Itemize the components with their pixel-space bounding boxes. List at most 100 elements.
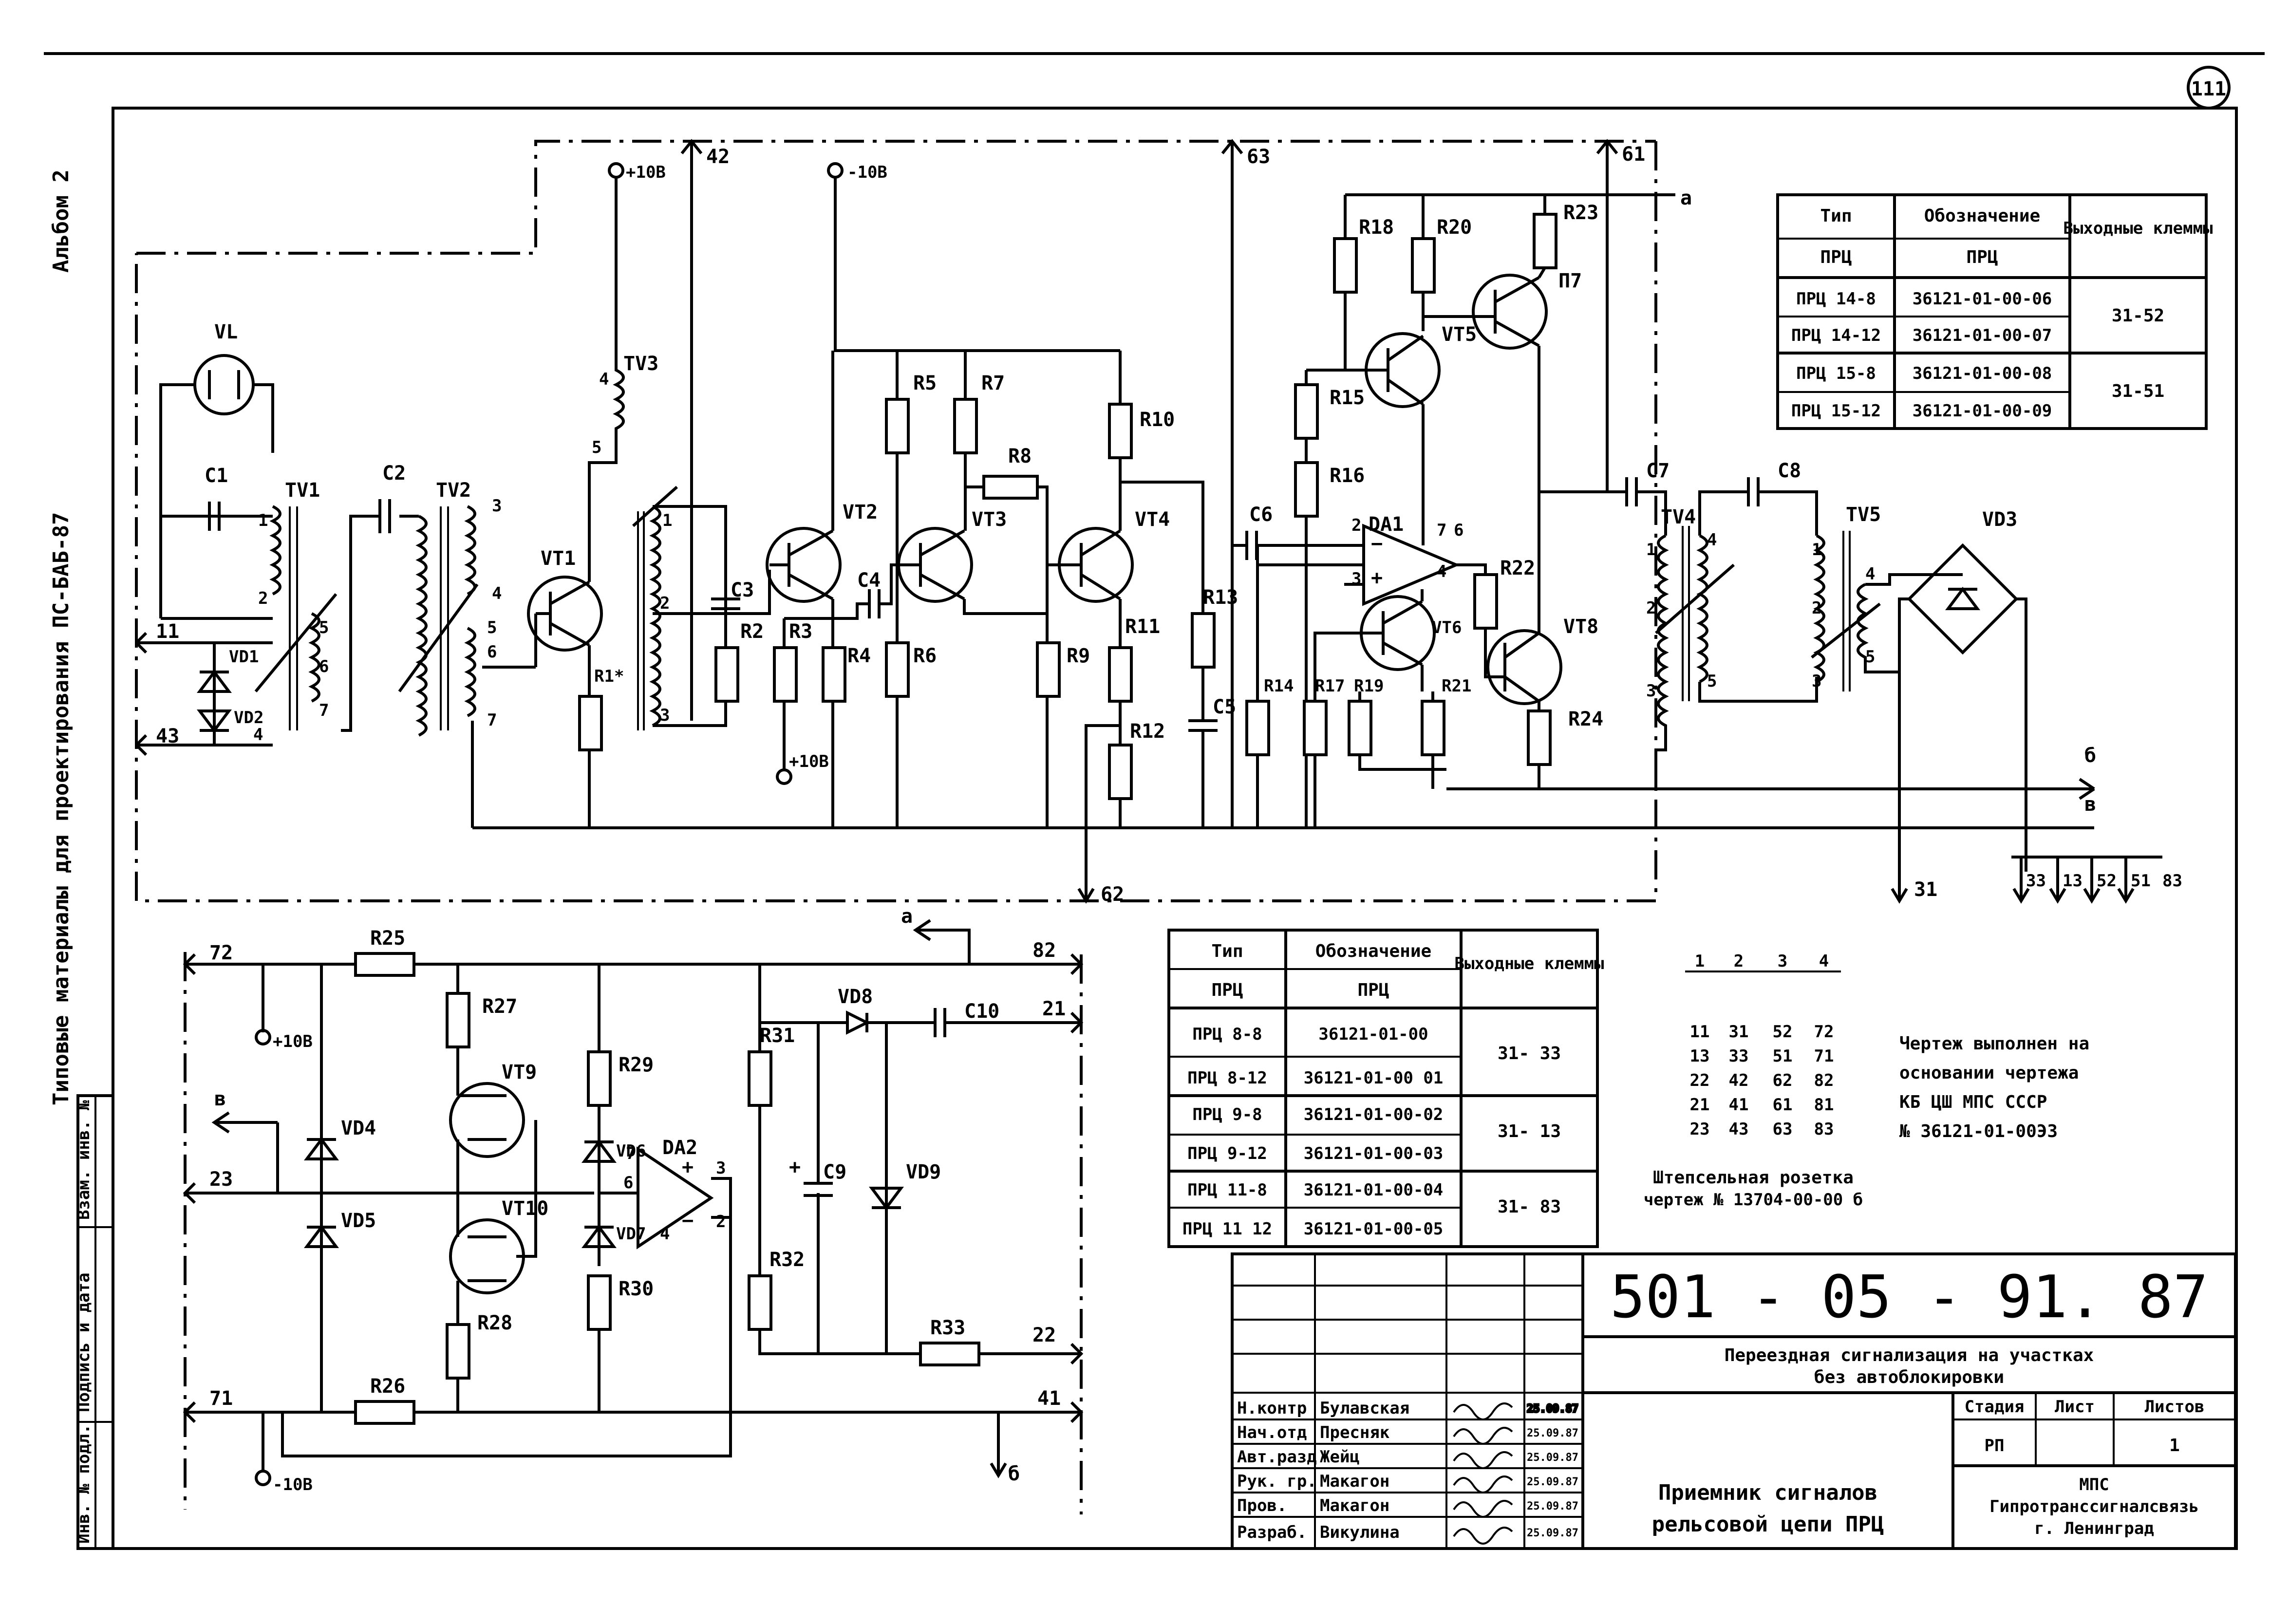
svg-text:2: 2 xyxy=(258,589,268,608)
net-v-2: в xyxy=(214,1088,226,1110)
tv1-primary xyxy=(269,505,281,596)
terminal-72: 72 xyxy=(209,942,233,964)
r24-resistor xyxy=(1527,709,1552,766)
vt2-transistor xyxy=(766,527,842,603)
label-vt1: VT1 xyxy=(541,547,576,570)
tv4-primary xyxy=(1654,534,1669,789)
svg-text:82: 82 xyxy=(1814,1071,1834,1090)
svg-text:ПРЦ: ПРЦ xyxy=(1966,247,1998,267)
label-c9: C9 xyxy=(823,1161,846,1183)
label-tv1: TV1 xyxy=(285,479,320,502)
r14-resistor xyxy=(1245,700,1270,756)
label-vt8: VT8 xyxy=(1563,616,1598,638)
svg-text:R9: R9 xyxy=(1067,645,1090,667)
vd3-bridge xyxy=(1907,543,2019,655)
svg-text:4: 4 xyxy=(1819,952,1829,971)
label-tv2: TV2 xyxy=(436,479,471,502)
label-p7: П7 xyxy=(1558,270,1582,292)
svg-text:R33: R33 xyxy=(930,1317,965,1339)
svg-text:51: 51 xyxy=(1773,1046,1793,1066)
label-vt5: VT5 xyxy=(1442,323,1477,346)
svg-text:ПРЦ 9-8: ПРЦ 9-8 xyxy=(1192,1105,1262,1124)
svg-text:36121-01-00-07: 36121-01-00-07 xyxy=(1913,326,2052,345)
svg-text:1: 1 xyxy=(258,511,268,530)
supply-minus-10v-2: -10В xyxy=(273,1475,313,1494)
svg-text:Выходные клеммы: Выходные клеммы xyxy=(2063,219,2213,238)
svg-text:R4: R4 xyxy=(847,645,871,667)
svg-text:5: 5 xyxy=(592,438,601,457)
terminal-62: 62 xyxy=(1101,883,1124,906)
r31-resistor xyxy=(748,1050,772,1107)
supply-plus-10v-2: +10В xyxy=(789,752,829,771)
net-b-2: б xyxy=(1008,1463,1020,1485)
svg-text:ПРЦ 15-8: ПРЦ 15-8 xyxy=(1796,364,1876,383)
terminal-82: 82 xyxy=(1032,939,1056,962)
label-c2: C2 xyxy=(382,462,406,485)
svg-text:36121-01-00-02: 36121-01-00-02 xyxy=(1304,1105,1444,1124)
supply-plus-10v-3: +10В xyxy=(273,1032,313,1051)
svg-text:72: 72 xyxy=(1814,1022,1834,1042)
svg-text:7: 7 xyxy=(626,1144,636,1163)
terminal-21: 21 xyxy=(1042,998,1066,1020)
svg-text:Тип: Тип xyxy=(1211,941,1243,961)
r21-resistor xyxy=(1421,700,1445,756)
svg-text:25.09.87: 25.09.87 xyxy=(1527,1500,1578,1512)
label-vt2: VT2 xyxy=(843,501,878,523)
svg-text:71: 71 xyxy=(1814,1046,1834,1066)
svg-text:63: 63 xyxy=(1773,1120,1793,1139)
svg-text:7: 7 xyxy=(487,710,497,730)
signature-4 xyxy=(1453,1475,1513,1493)
svg-text:Стадия: Стадия xyxy=(1965,1397,2025,1417)
net-v: в xyxy=(2084,793,2096,816)
vl-lamp xyxy=(193,354,255,415)
svg-text:62: 62 xyxy=(1773,1071,1793,1090)
vd1-diode xyxy=(197,670,232,693)
vd8-diode xyxy=(846,1010,870,1035)
supply-minus-10v-1: -10В xyxy=(847,163,887,182)
svg-text:6: 6 xyxy=(1454,521,1463,540)
vt5-transistor xyxy=(1365,332,1441,408)
label-c1: C1 xyxy=(205,465,228,487)
svg-text:ПРЦ 15-12: ПРЦ 15-12 xyxy=(1791,401,1881,421)
svg-text:ПРЦ: ПРЦ xyxy=(1820,247,1852,267)
svg-text:36121-01-00: 36121-01-00 xyxy=(1318,1025,1428,1044)
svg-text:R29: R29 xyxy=(619,1054,654,1076)
svg-text:Булавская: Булавская xyxy=(1320,1399,1409,1418)
label-tv3: TV3 xyxy=(623,353,658,375)
svg-text:R13: R13 xyxy=(1203,586,1238,609)
terminal-33: 33 xyxy=(2026,871,2046,891)
supply-plus-10v-1: +10В xyxy=(626,163,666,182)
svg-text:4: 4 xyxy=(1865,564,1875,584)
r1-resistor xyxy=(578,695,603,751)
svg-text:VD8: VD8 xyxy=(838,986,873,1008)
svg-text:3: 3 xyxy=(1778,952,1787,971)
svg-text:МПС: МПС xyxy=(2079,1475,2109,1494)
svg-text:ПРЦ 9-12: ПРЦ 9-12 xyxy=(1187,1144,1267,1163)
svg-text:7: 7 xyxy=(319,701,329,720)
sheet-number-circle xyxy=(2187,66,2231,110)
tv2-primary xyxy=(415,515,428,737)
svg-text:основании чертежа: основании чертежа xyxy=(1899,1063,2079,1083)
svg-text:31-51: 31-51 xyxy=(2112,381,2164,401)
sheet-number: 111 xyxy=(2191,78,2226,100)
svg-text:КБ ЦШ МПС СССР: КБ ЦШ МПС СССР xyxy=(1899,1092,2047,1112)
svg-text:R2: R2 xyxy=(740,620,764,643)
r12-resistor xyxy=(1108,744,1133,800)
svg-text:Авт.разд: Авт.разд xyxy=(1237,1447,1317,1467)
signature-5 xyxy=(1453,1500,1513,1518)
terminal-61: 61 xyxy=(1622,143,1645,166)
terminal-51: 51 xyxy=(2131,871,2151,891)
svg-text:R28: R28 xyxy=(477,1312,512,1334)
r28-resistor xyxy=(446,1323,470,1380)
svg-text:Чертеж выполнен на: Чертеж выполнен на xyxy=(1899,1034,2089,1054)
label-tv5: TV5 xyxy=(1846,504,1881,526)
net-a: а xyxy=(1680,187,1692,209)
svg-text:13: 13 xyxy=(1690,1046,1710,1066)
svg-text:36121-01-00-04: 36121-01-00-04 xyxy=(1304,1180,1444,1200)
svg-text:31- 83: 31- 83 xyxy=(1498,1197,1561,1217)
svg-text:2: 2 xyxy=(1812,598,1821,618)
svg-text:ПРЦ 8-12: ПРЦ 8-12 xyxy=(1187,1068,1267,1088)
net-a-2: а xyxy=(901,905,913,928)
svg-text:№ 36121-01-00ЭЗ: № 36121-01-00ЭЗ xyxy=(1899,1121,2058,1141)
album-label: Альбом 2 xyxy=(49,169,74,273)
